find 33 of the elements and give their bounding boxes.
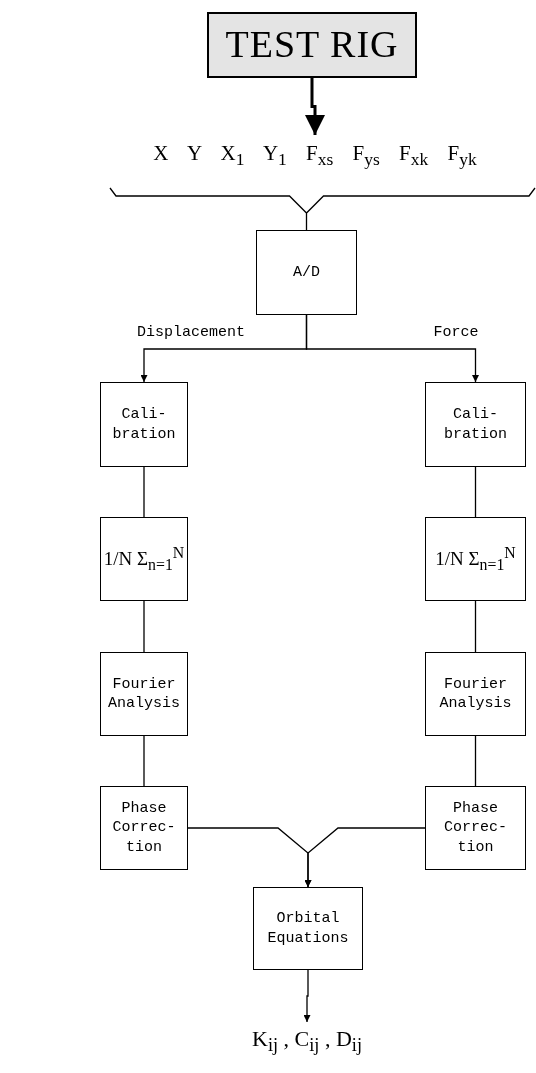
connector-line	[143, 735, 145, 787]
process-box	[100, 652, 188, 736]
process-box	[100, 382, 188, 467]
connector-line	[474, 735, 477, 787]
connector-line	[143, 600, 145, 653]
arrow	[305, 314, 479, 383]
node-label: Phase Correc- tion	[111, 798, 177, 858]
node-label: Cali- bration	[443, 405, 508, 444]
process-box	[425, 517, 526, 601]
node-label: Cali- bration	[111, 405, 177, 444]
process-box	[253, 887, 363, 970]
node-label: Phase Correc- tion	[443, 798, 508, 858]
process-box	[425, 382, 526, 467]
connector-line	[143, 466, 145, 518]
arrow	[304, 827, 426, 888]
test-rig-box	[207, 12, 417, 78]
arrow	[303, 969, 311, 1023]
process-box	[425, 786, 526, 870]
process-box	[256, 230, 357, 315]
node-label: Orbital Equations	[266, 909, 350, 948]
arrow	[305, 78, 325, 135]
process-box	[100, 786, 188, 870]
node-label: Fourier Analysis	[438, 674, 513, 714]
node-label: Fourier Analysis	[107, 674, 181, 714]
connector-line	[474, 466, 477, 518]
node-label: TEST RIG	[225, 22, 399, 68]
connector-line	[474, 600, 477, 653]
node-label: X Y X$_{1}$ Y$_{1}$ F$_{xs}$ F$_{ys}$ F$_{xk}$ F$_{yk}$	[153, 139, 477, 171]
connector-line	[109, 187, 536, 231]
process-box	[425, 652, 526, 736]
node-label: A/D	[293, 262, 320, 283]
process-box	[100, 517, 188, 601]
node-label: K$_{ij}$ , C$_{ij}$ , D$_{ij}$	[252, 1025, 362, 1058]
